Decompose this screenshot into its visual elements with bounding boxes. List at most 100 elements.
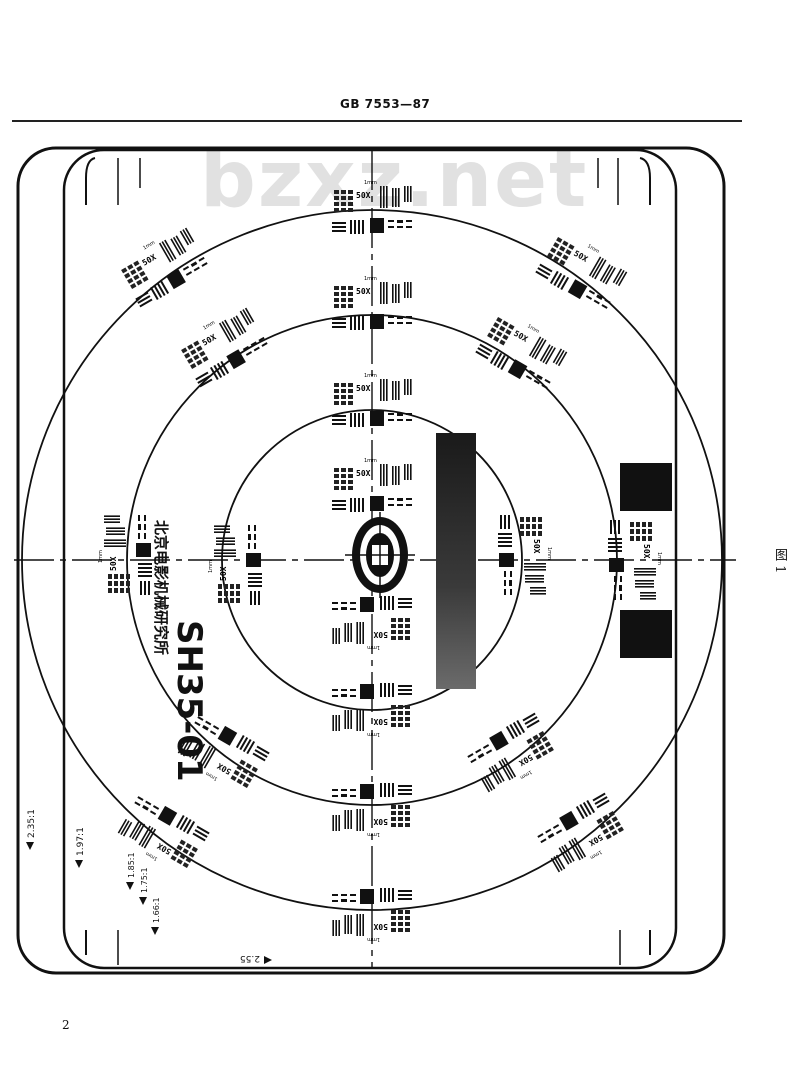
resolution-bar bbox=[479, 343, 493, 353]
pattern-cell bbox=[245, 776, 252, 783]
resolution-bar bbox=[356, 809, 358, 831]
right-black-bar-lower bbox=[620, 610, 672, 658]
resolution-bar bbox=[536, 374, 543, 381]
outer-circle bbox=[21, 209, 723, 911]
pattern-cell bbox=[499, 339, 506, 346]
resolution-bar bbox=[354, 498, 356, 512]
resolution-bar bbox=[384, 888, 386, 902]
resolution-bar bbox=[170, 238, 182, 256]
resolution-bar bbox=[392, 284, 394, 303]
pattern-cell bbox=[405, 805, 410, 809]
scale-label: 1mm bbox=[367, 831, 380, 837]
resolution-bar bbox=[398, 789, 412, 791]
resolution-bar bbox=[596, 799, 610, 809]
black-square bbox=[370, 411, 384, 426]
magnification-label: 50X bbox=[373, 922, 388, 931]
magnification-label: 50X bbox=[572, 249, 589, 264]
resolution-bar bbox=[332, 900, 338, 902]
resolution-bar bbox=[485, 749, 493, 755]
resolution-bar bbox=[553, 856, 563, 871]
resolution-bar bbox=[388, 498, 394, 500]
pattern-cell bbox=[605, 833, 612, 840]
resolution-bar bbox=[406, 220, 412, 222]
resolution-bar bbox=[212, 725, 220, 730]
black-square bbox=[166, 269, 186, 290]
resolution-bar bbox=[620, 576, 622, 582]
pattern-cell bbox=[532, 748, 539, 755]
resolution-bar bbox=[512, 721, 522, 736]
pattern-cell bbox=[348, 389, 353, 393]
resolution-bar bbox=[388, 683, 390, 697]
resolution-bar bbox=[354, 220, 356, 234]
resolution-bar bbox=[398, 598, 412, 600]
resolution-bar bbox=[177, 738, 188, 754]
resolution-bar bbox=[202, 724, 209, 731]
resolution-bar bbox=[525, 578, 544, 580]
resolution-bar bbox=[254, 525, 256, 531]
resolution-bar bbox=[148, 581, 150, 595]
resolution-bar bbox=[596, 294, 603, 301]
scale-label: 1mm bbox=[656, 552, 662, 565]
resolution-bar bbox=[193, 266, 200, 272]
resolution-bar bbox=[232, 316, 244, 335]
resolution-bar bbox=[406, 226, 412, 228]
resolution-bar bbox=[475, 350, 489, 360]
pattern-cell bbox=[334, 383, 339, 387]
pattern-cell bbox=[341, 474, 346, 478]
resolution-bar bbox=[129, 820, 140, 838]
pattern-cell bbox=[185, 843, 192, 849]
resolution-bar bbox=[537, 267, 551, 276]
pattern-cell bbox=[547, 252, 554, 259]
resolution-bar bbox=[383, 186, 385, 208]
pattern-cell bbox=[526, 531, 530, 536]
resolution-bar bbox=[235, 734, 245, 749]
aspect-mark-1-66-label: 1.66:1 bbox=[152, 897, 161, 923]
resolution-bar bbox=[634, 574, 656, 576]
resolution-bar bbox=[134, 823, 146, 841]
resolution-bar bbox=[356, 914, 358, 936]
pattern-cell bbox=[602, 814, 609, 821]
pattern-cell bbox=[181, 347, 188, 354]
resolution-bar bbox=[195, 371, 209, 381]
pattern-cell bbox=[334, 468, 339, 472]
resolution-bar bbox=[235, 315, 247, 333]
resolution-bar bbox=[362, 498, 364, 512]
resolution-bar bbox=[160, 280, 170, 295]
resolution-bar bbox=[618, 520, 620, 534]
resolution-bar bbox=[203, 748, 217, 769]
pattern-cell bbox=[127, 263, 134, 270]
resolution-bar bbox=[139, 298, 153, 308]
resolution-bar bbox=[388, 413, 394, 415]
resolution-bar bbox=[384, 783, 386, 797]
resolution-bar bbox=[575, 805, 585, 820]
resolution-bar bbox=[242, 345, 250, 351]
pattern-cell bbox=[142, 276, 149, 282]
resolution-bar bbox=[504, 571, 506, 577]
pattern-cell bbox=[139, 270, 146, 277]
pattern-cell bbox=[391, 711, 396, 715]
pattern-cell bbox=[202, 356, 209, 362]
resolution-bar bbox=[545, 828, 552, 834]
pattern-cell bbox=[398, 916, 403, 920]
resolution-bar bbox=[158, 242, 172, 263]
pattern-cell bbox=[185, 856, 192, 863]
pattern-cell bbox=[190, 363, 197, 369]
resolution-bar bbox=[614, 585, 616, 591]
pattern-cell bbox=[136, 279, 143, 286]
resolution-bar bbox=[498, 760, 511, 781]
resolution-bar bbox=[388, 596, 390, 610]
resolution-bar bbox=[475, 748, 482, 754]
pattern-cell bbox=[398, 711, 403, 715]
magnification-label: 50X bbox=[201, 332, 218, 347]
pattern-cell bbox=[236, 591, 240, 596]
pattern-cell bbox=[493, 336, 500, 342]
pattern-cell bbox=[602, 828, 609, 835]
resolution-bar bbox=[142, 804, 149, 811]
pattern-cell bbox=[136, 265, 143, 272]
resolution-bar bbox=[347, 915, 349, 934]
black-square bbox=[370, 496, 384, 511]
resolution-bar bbox=[608, 546, 622, 548]
